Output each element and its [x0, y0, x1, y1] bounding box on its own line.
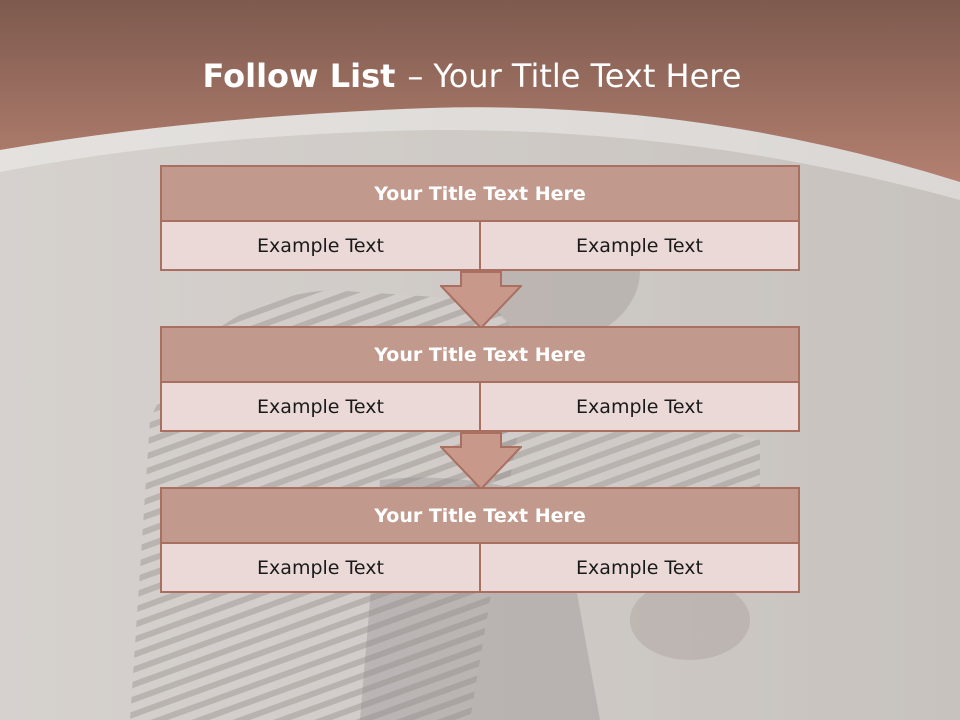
- step-cell-right: Example Text: [479, 383, 800, 432]
- step-title: Your Title Text Here: [160, 487, 800, 544]
- step-cell-left: Example Text: [160, 544, 479, 593]
- step-cell-left: Example Text: [160, 383, 479, 432]
- step-block-3: Your Title Text Here Example Text Exampl…: [160, 487, 800, 593]
- slide-title-dash: –: [407, 57, 424, 95]
- step-row: Example Text Example Text: [160, 222, 800, 271]
- header-band: [0, 0, 960, 200]
- slide-title: Follow List–Your Title Text Here: [0, 52, 944, 100]
- step-row: Example Text Example Text: [160, 383, 800, 432]
- step-title: Your Title Text Here: [160, 165, 800, 222]
- step-cell-left: Example Text: [160, 222, 479, 271]
- step-title: Your Title Text Here: [160, 326, 800, 383]
- down-arrow-icon: [440, 432, 522, 490]
- step-block-2: Your Title Text Here Example Text Exampl…: [160, 326, 800, 432]
- slide-title-bold: Follow List: [202, 57, 396, 95]
- step-cell-right: Example Text: [479, 544, 800, 593]
- step-cell-right: Example Text: [479, 222, 800, 271]
- down-arrow-icon: [440, 271, 522, 329]
- slide-title-rest: Your Title Text Here: [433, 57, 742, 95]
- step-block-1: Your Title Text Here Example Text Exampl…: [160, 165, 800, 271]
- step-row: Example Text Example Text: [160, 544, 800, 593]
